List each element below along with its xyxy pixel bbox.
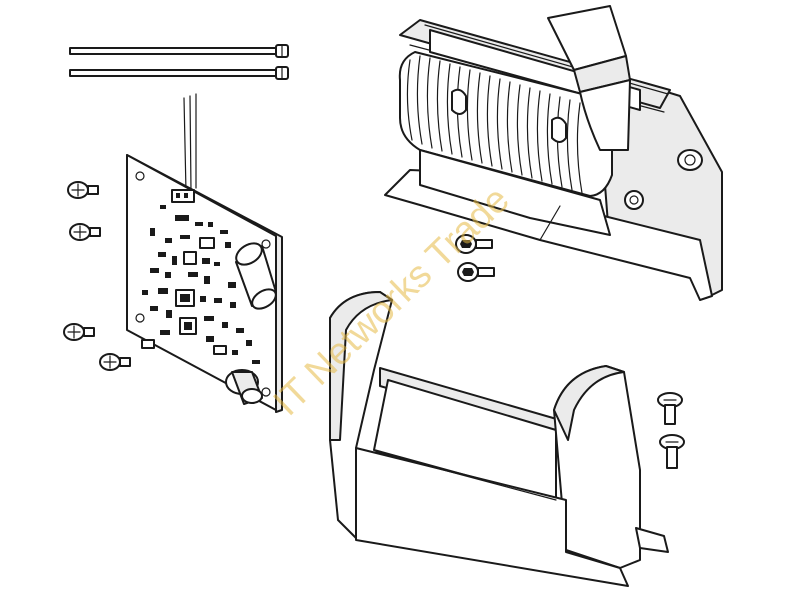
cable-tie bbox=[69, 66, 289, 80]
cutter-cover bbox=[329, 291, 669, 587]
cutter-mechanism bbox=[384, 5, 723, 301]
cable-tie bbox=[69, 44, 289, 58]
cover-screw bbox=[657, 392, 683, 425]
hex-socket-screw bbox=[457, 262, 495, 282]
circuit-board-screw bbox=[99, 353, 131, 371]
circuit-board-screw bbox=[63, 323, 95, 341]
hex-socket-screw bbox=[455, 234, 493, 254]
cover-screw bbox=[659, 434, 685, 469]
circuit-board-screw bbox=[67, 181, 99, 199]
circuit-board-screw bbox=[69, 223, 101, 241]
circuit-board bbox=[126, 93, 283, 413]
